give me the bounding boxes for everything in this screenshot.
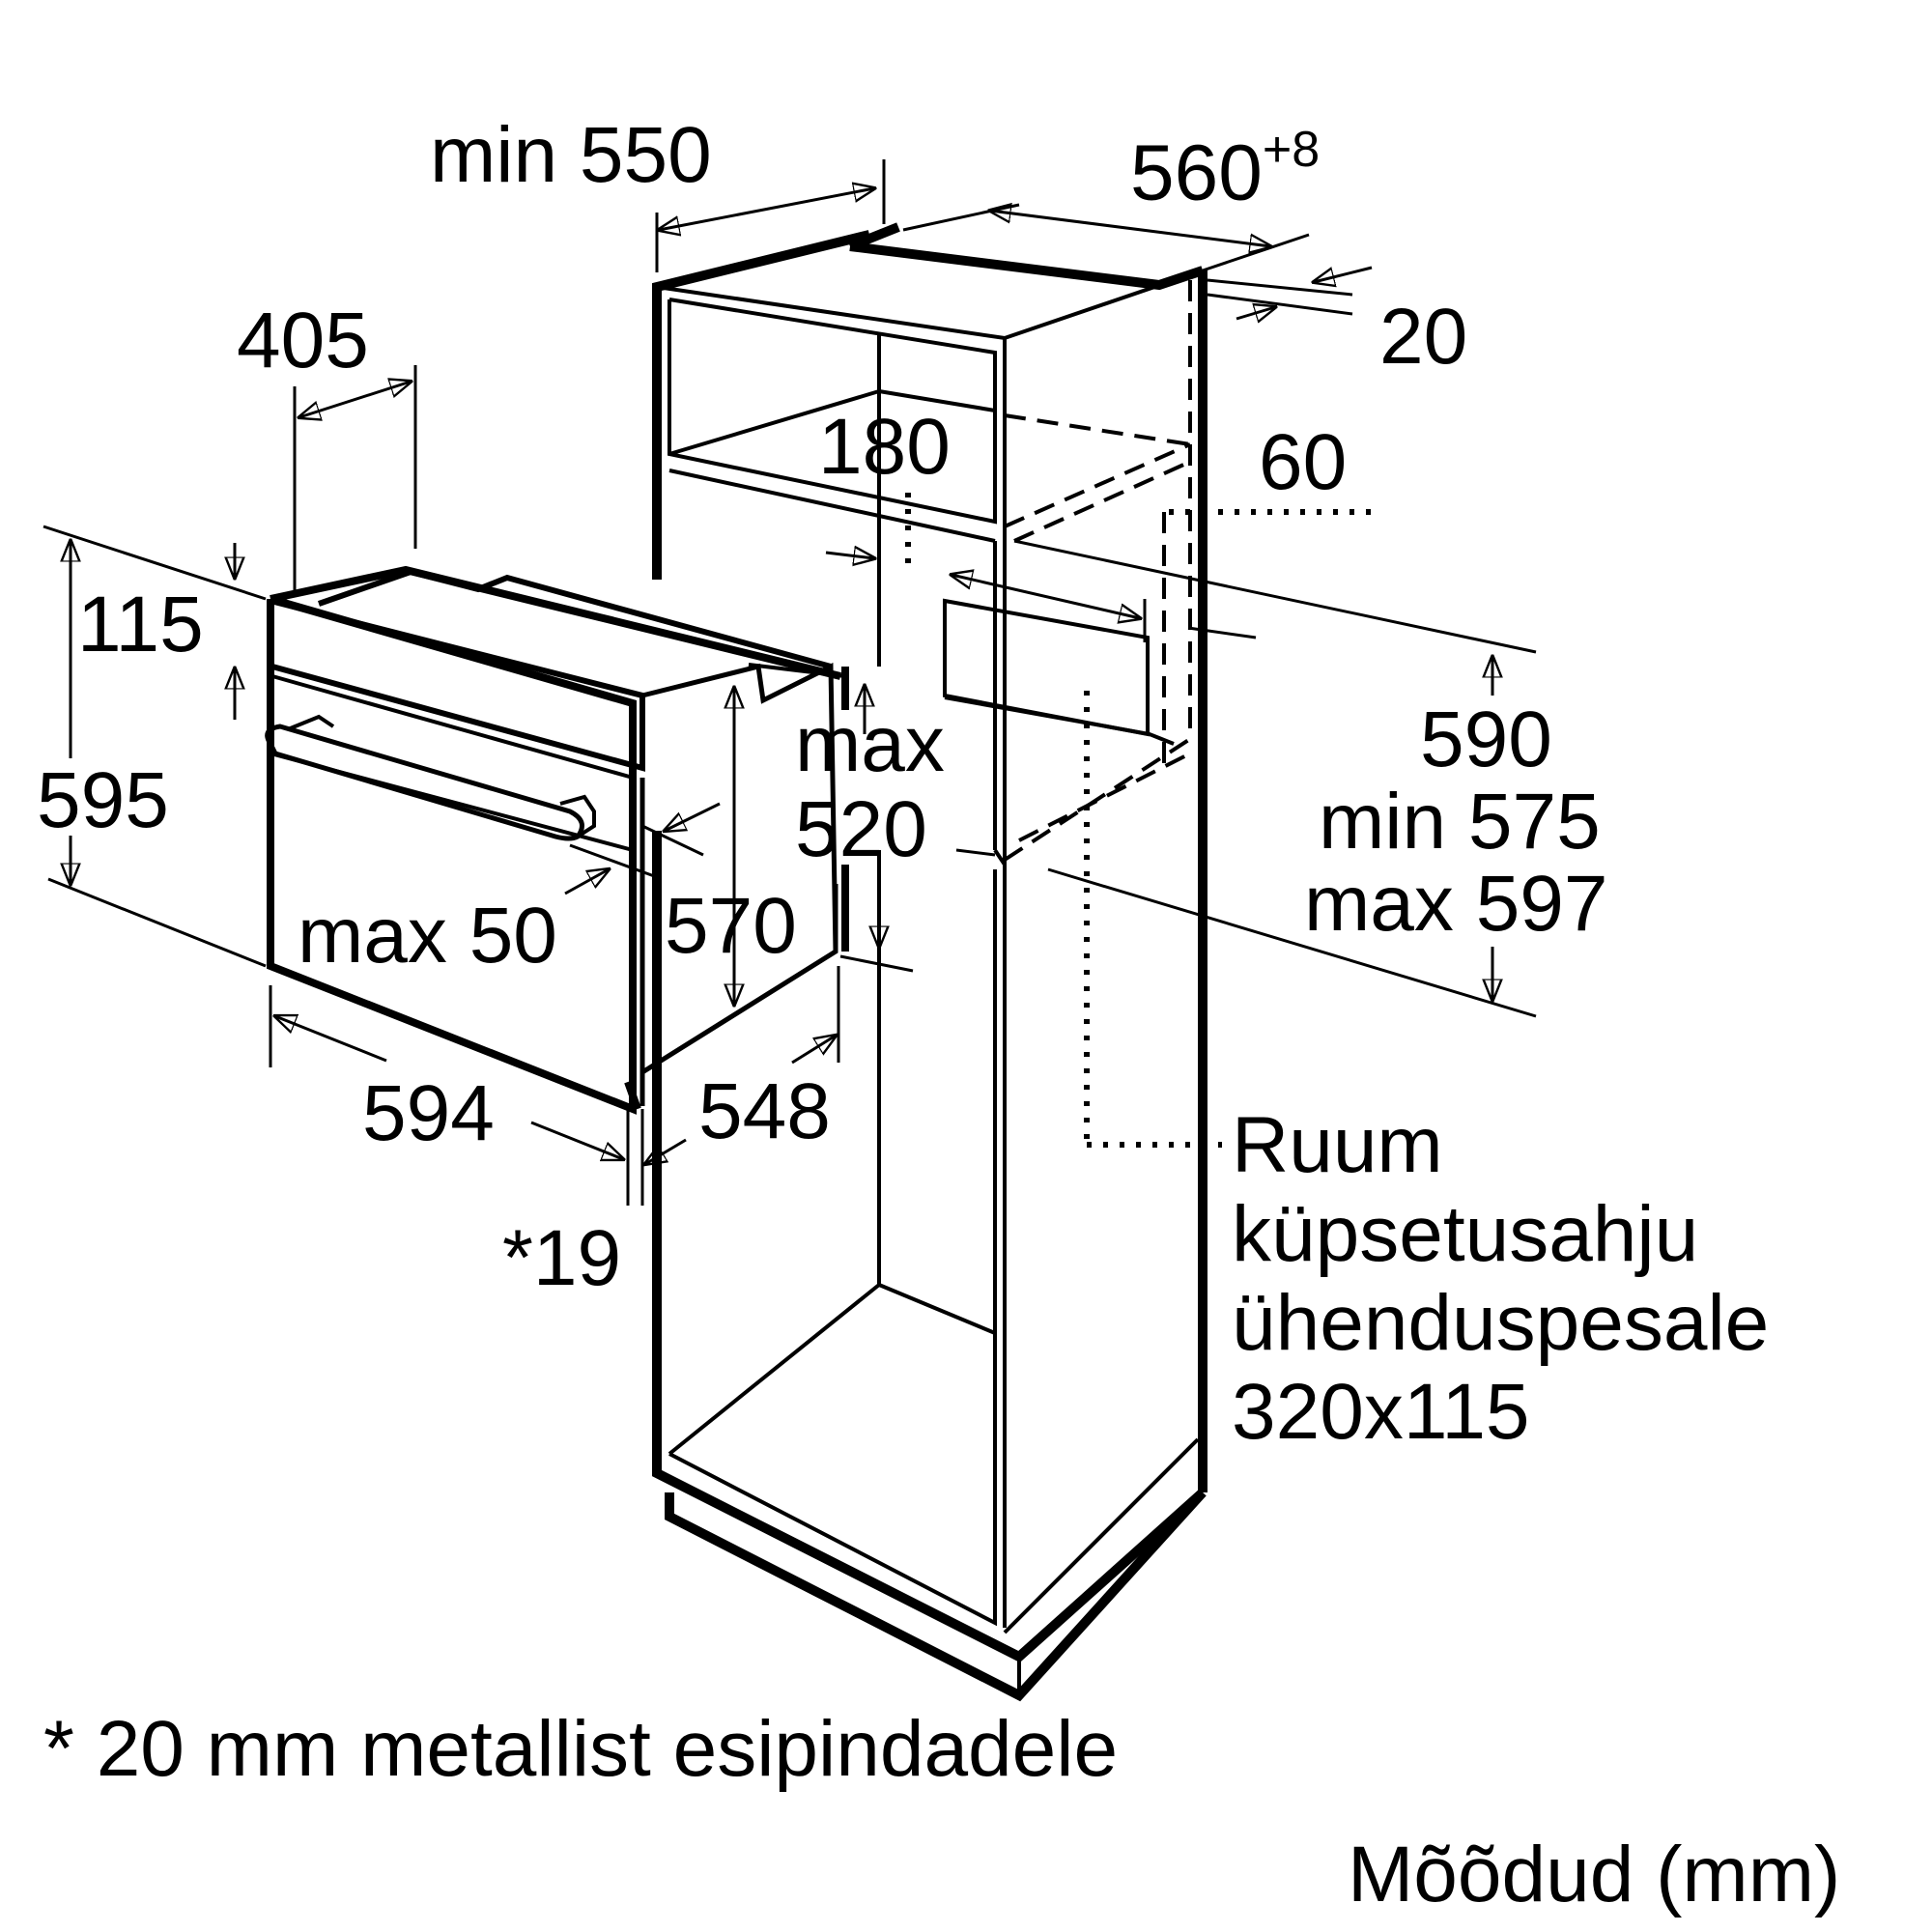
dim-max-520-value: 520 xyxy=(795,785,927,873)
dim-560: 560+8 xyxy=(1130,125,1320,217)
dimension-lines xyxy=(43,159,1537,1206)
cabinet xyxy=(652,222,1208,1702)
oven-handle xyxy=(265,714,596,841)
dim-20: 20 xyxy=(1379,293,1468,381)
dim-595: 595 xyxy=(37,756,169,844)
connection-note-line-2: küpsetusahju xyxy=(1232,1190,1699,1278)
dim-594: 594 xyxy=(362,1069,495,1157)
dim-max-597: max 597 xyxy=(1304,860,1608,948)
dim-590: 590 xyxy=(1420,696,1552,783)
dim-560-value: 560 xyxy=(1130,128,1263,217)
dim-115: 115 xyxy=(77,581,204,668)
dim-570: 570 xyxy=(665,882,797,970)
dim-min-575: min 575 xyxy=(1319,778,1601,866)
units-label: Mõõdud (mm) xyxy=(1348,1831,1841,1918)
footnote: * 20 mm metallist esipindadele xyxy=(43,1705,1119,1793)
dim-548: 548 xyxy=(698,1067,831,1155)
dim-60: 60 xyxy=(1259,418,1348,506)
dim-19: *19 xyxy=(502,1214,622,1302)
connection-note: Ruum küpsetusahju ühenduspesale 320x115 xyxy=(1232,1101,1769,1457)
oven xyxy=(265,565,846,1115)
connection-note-line-3: ühenduspesale xyxy=(1232,1279,1770,1367)
connection-note-line-4: 320x115 xyxy=(1232,1368,1530,1456)
dim-405: 405 xyxy=(237,297,369,384)
dim-max-520-label: max xyxy=(795,700,945,788)
connection-note-line-1: Ruum xyxy=(1232,1101,1443,1189)
dim-min-550: min 550 xyxy=(430,111,712,199)
dim-180: 180 xyxy=(818,403,951,491)
dim-560-tolerance: +8 xyxy=(1262,122,1321,178)
dim-max-50: max 50 xyxy=(298,892,557,980)
dotted-lines xyxy=(905,493,1372,1148)
connection-box xyxy=(943,598,1175,746)
